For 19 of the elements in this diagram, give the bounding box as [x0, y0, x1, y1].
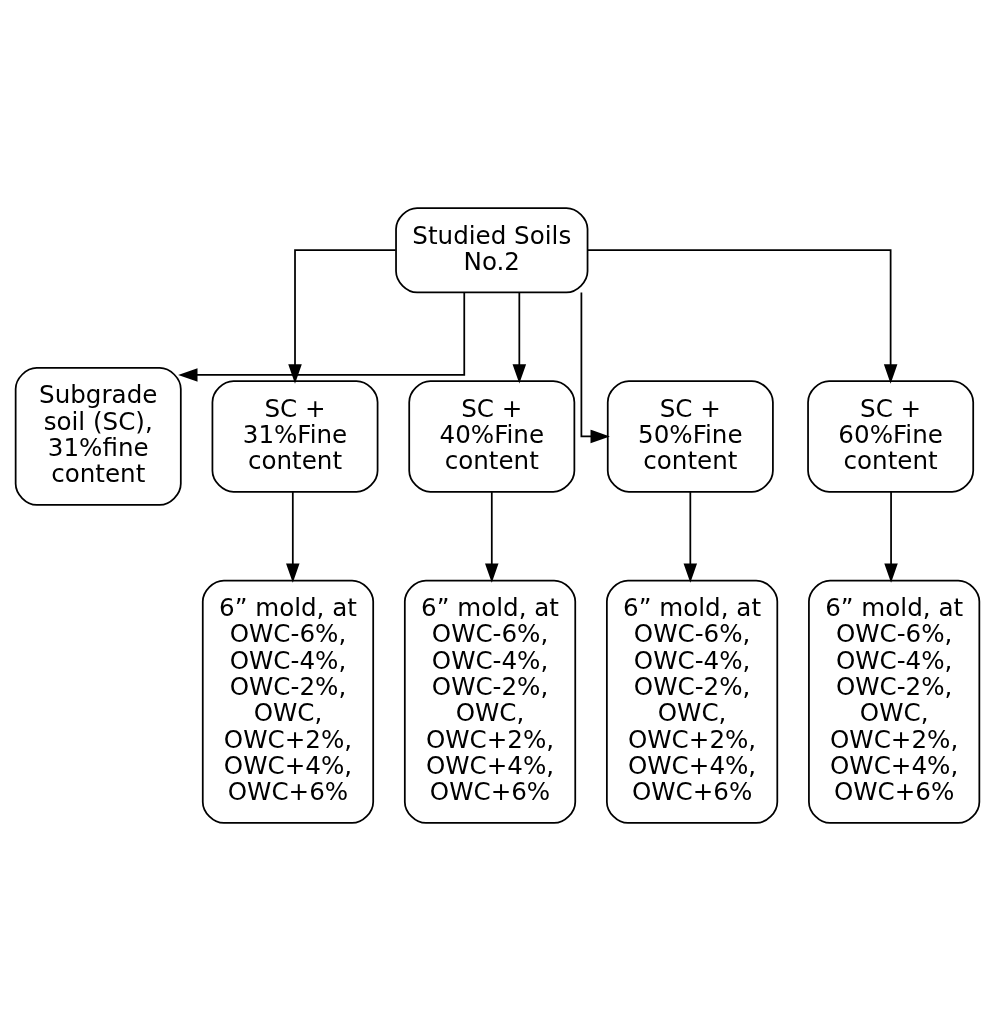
arrow	[178, 291, 466, 382]
node-box: 6” mold, at OWC-6%, OWC-4%, OWC-2%, OWC, OWC+2%, OWC+4%, OWC+6%	[808, 579, 981, 824]
arrow	[683, 490, 698, 583]
arrow	[286, 490, 300, 583]
arrow	[884, 490, 898, 583]
arrow	[512, 291, 527, 384]
node-box: 6” mold, at OWC-6%, OWC-4%, OWC-2%, OWC, OWC+2%, OWC+4%, OWC+6%	[201, 579, 375, 824]
node-box: SC + 31%Fine content	[211, 379, 379, 493]
node-box: SC + 50%Fine content	[606, 379, 774, 493]
node-box: SC + 40%Fine content	[408, 379, 576, 493]
node-box: 6” mold, at OWC-6%, OWC-4%, OWC-2%, OWC, OWC+2%, OWC+4%, OWC+6%	[606, 579, 779, 824]
arrow	[586, 248, 898, 384]
node-box: SC + 60%Fine content	[807, 379, 975, 493]
node-box: Subgrade soil (SC), 31%fine content	[14, 366, 182, 506]
arrow	[485, 490, 499, 583]
arrow	[580, 291, 610, 443]
arrow	[288, 248, 397, 384]
node-box: Studied Soils No.2	[395, 206, 589, 293]
node-box: 6” mold, at OWC-6%, OWC-4%, OWC-2%, OWC, OWC+2%, OWC+4%, OWC+6%	[403, 579, 577, 824]
